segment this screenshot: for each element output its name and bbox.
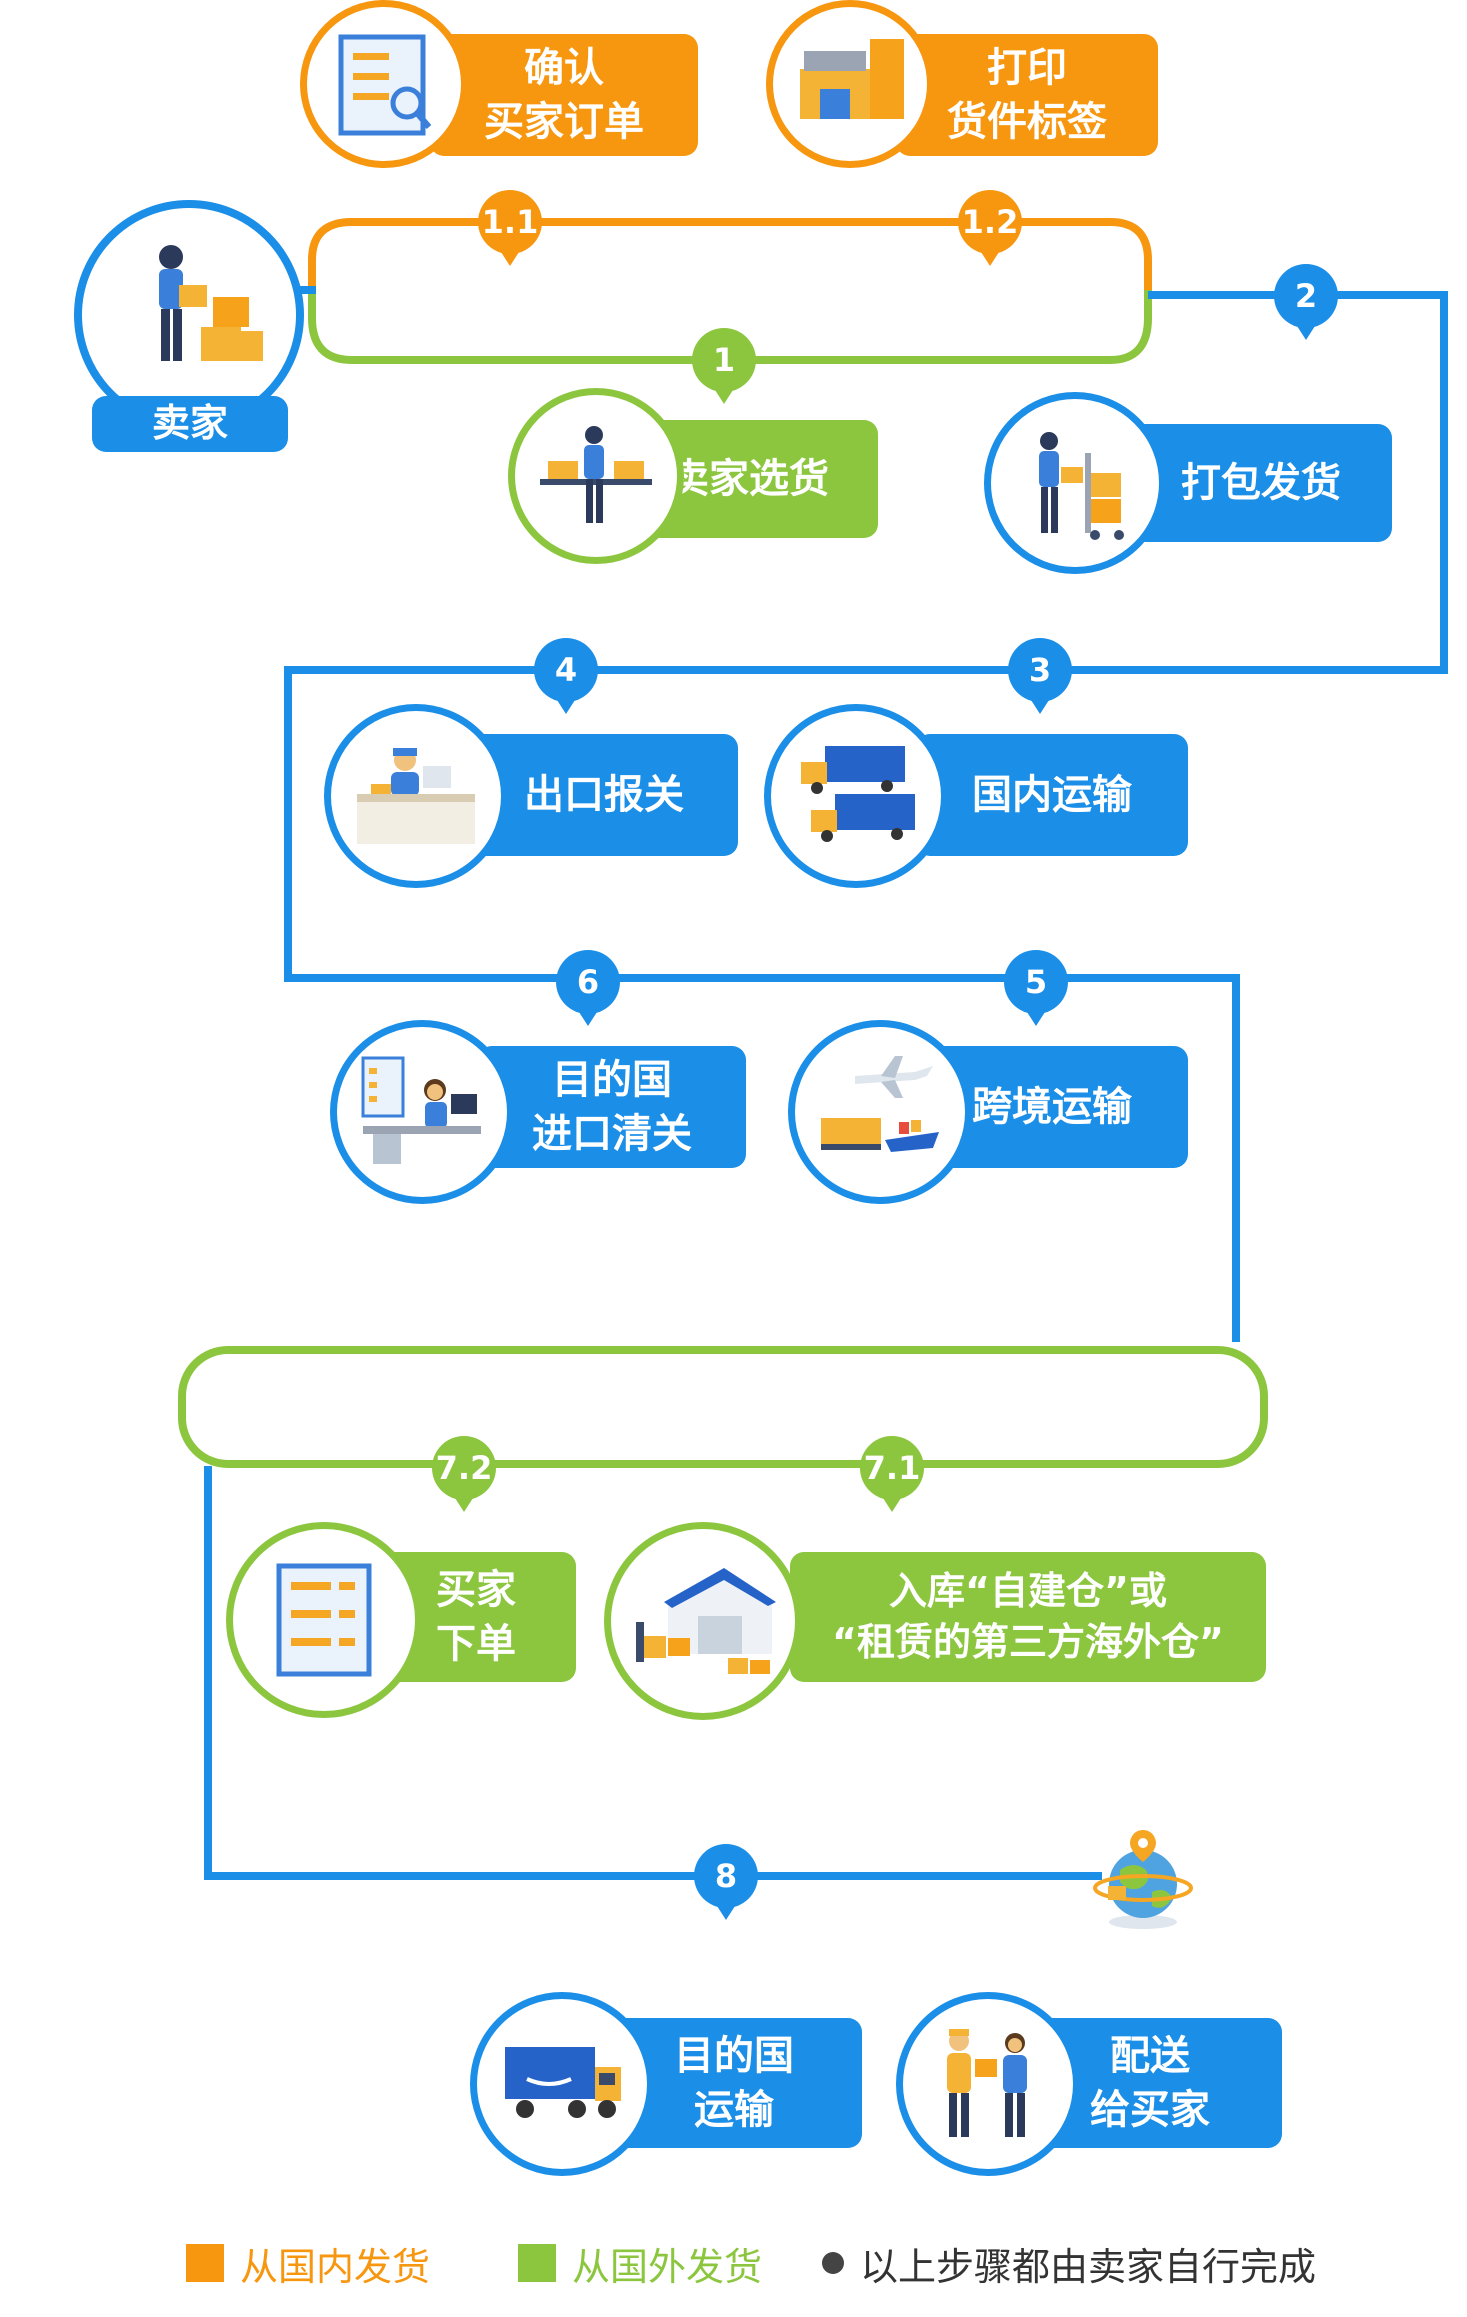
step-6-label: 目的国进口清关 bbox=[478, 1046, 746, 1168]
legend-self-label: 以上步骤都由卖家自行完成 bbox=[860, 2244, 1317, 2289]
step-5-circle bbox=[788, 1020, 972, 1204]
step-7-1-label: 入库“自建仓”或“租赁的第三方海外仓” bbox=[790, 1552, 1266, 1682]
step-8a-circle bbox=[470, 1992, 654, 2176]
packing-cart-icon bbox=[1039, 432, 1124, 540]
seller-label: 卖家 bbox=[92, 396, 288, 452]
connector-blue-final bbox=[204, 1466, 1102, 1880]
step-1-2-circle bbox=[766, 0, 934, 168]
step-2-circle bbox=[984, 392, 1166, 574]
legend-self: 以上步骤都由卖家自行完成 bbox=[822, 2238, 1317, 2289]
step-1-badge: 1 bbox=[692, 328, 756, 404]
step-6-circle bbox=[330, 1020, 514, 1204]
plane-ship-icon bbox=[821, 1056, 939, 1152]
step-3-circle bbox=[764, 704, 948, 888]
legend-overseas: 从国外发货 bbox=[518, 2238, 763, 2289]
step-4-label: 出口报关 bbox=[470, 734, 738, 856]
step-6-badge: 6 bbox=[556, 950, 620, 1026]
step-1-2-label: 打印货件标签 bbox=[896, 34, 1158, 156]
customs-desk-icon bbox=[357, 748, 475, 844]
step-8-badge: 8 bbox=[694, 1844, 758, 1920]
step-1-1-badge: 1.1 bbox=[478, 190, 542, 266]
seller-with-boxes-icon bbox=[159, 245, 263, 361]
legend-domestic-label: 从国内发货 bbox=[240, 2244, 431, 2289]
legend-overseas-label: 从国外发货 bbox=[572, 2244, 763, 2289]
step-1-circle bbox=[508, 388, 684, 564]
clearance-office-icon bbox=[361, 1056, 481, 1164]
connector-orange-loop bbox=[308, 218, 1152, 290]
step-7-2-circle bbox=[226, 1522, 422, 1718]
step-7-1-badge: 7.1 bbox=[860, 1436, 924, 1512]
step-3-label: 国内运输 bbox=[916, 734, 1188, 856]
globe-box-icon bbox=[1093, 1830, 1193, 1929]
legend-domestic: 从国内发货 bbox=[186, 2238, 431, 2289]
step-1-1-label: 确认买家订单 bbox=[430, 34, 698, 156]
step-7-2-badge: 7.2 bbox=[432, 1436, 496, 1512]
warehouse-forklift-icon bbox=[636, 1568, 776, 1674]
step-1-2-badge: 1.2 bbox=[958, 190, 1022, 266]
connector-green-loop-lower bbox=[178, 1346, 1268, 1468]
delivery-handover-icon bbox=[947, 2029, 1027, 2137]
buyer-order-list-icon bbox=[276, 1563, 372, 1677]
label-printer-icon bbox=[800, 39, 904, 119]
step-2-label: 打包发货 bbox=[1130, 424, 1392, 542]
step-1-1-circle bbox=[300, 0, 468, 168]
step-4-circle bbox=[324, 704, 508, 888]
order-checklist-icon bbox=[338, 34, 432, 136]
step-8b-circle bbox=[896, 1992, 1080, 2176]
step-5-badge: 5 bbox=[1004, 950, 1068, 1026]
orange-legend-swatch bbox=[186, 2244, 224, 2282]
step-2-badge: 2 bbox=[1274, 264, 1338, 340]
step-8-globe bbox=[1090, 1826, 1196, 1932]
connector-blue-main bbox=[284, 291, 1448, 1342]
green-legend-swatch bbox=[518, 2244, 556, 2282]
picking-goods-icon bbox=[540, 426, 652, 523]
step-4-badge: 4 bbox=[534, 638, 598, 714]
bullet-icon bbox=[822, 2252, 844, 2274]
truck-icon bbox=[505, 2047, 621, 2118]
step-3-badge: 3 bbox=[1008, 638, 1072, 714]
trucks-icon bbox=[801, 746, 915, 842]
step-7-1-circle bbox=[604, 1522, 802, 1720]
